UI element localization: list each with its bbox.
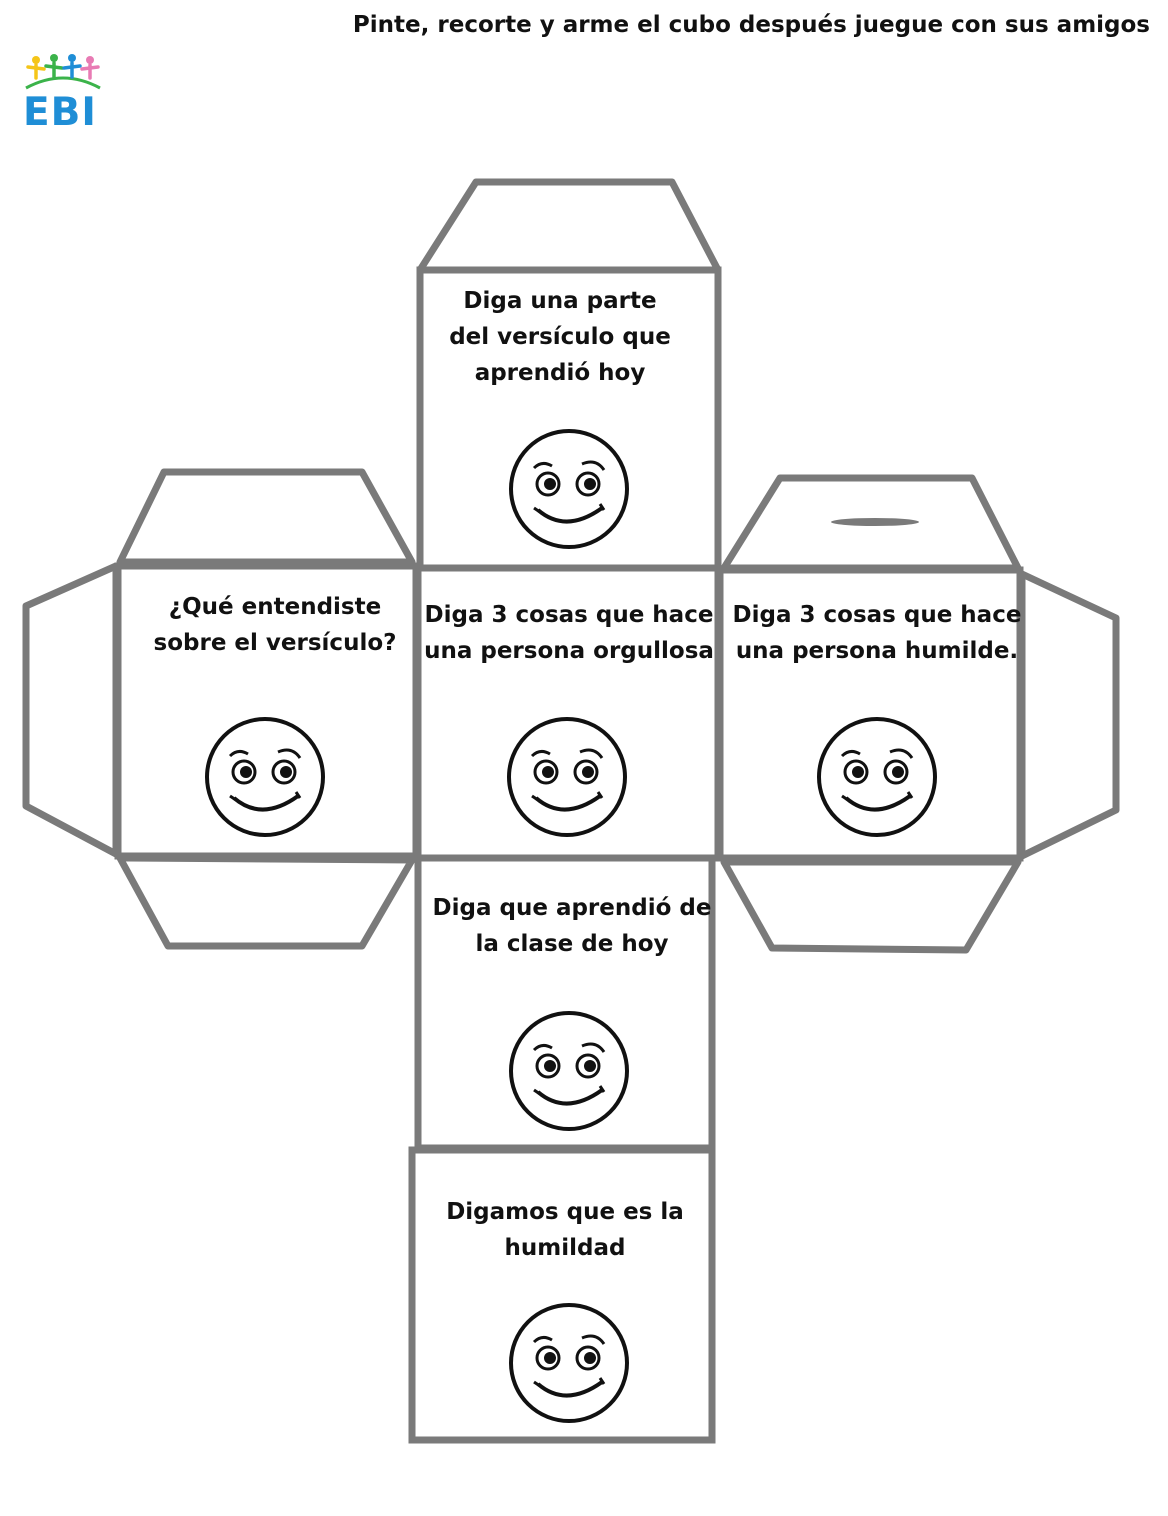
tab-top xyxy=(416,178,722,274)
smiley-face-icon xyxy=(205,717,325,837)
smiley-face-icon xyxy=(817,717,937,837)
logo-text: EBI xyxy=(23,90,97,135)
face-lower-text: Diga que aprendió de la clase de hoy xyxy=(432,895,712,957)
face-left-text: ¿Qué entendiste sobre el versículo? xyxy=(153,594,397,656)
face-bottom-text: Digamos que es la humildad xyxy=(446,1199,684,1261)
tab-right-bottom xyxy=(720,858,1022,954)
face-right-square xyxy=(716,566,1024,862)
ebi-logo: EBI xyxy=(18,50,108,135)
children-logo-icon xyxy=(25,54,101,90)
face-right-text: Diga 3 cosas que hace una persona humild… xyxy=(732,602,1022,664)
instruction-title: Pinte, recorte y arme el cubo después ju… xyxy=(352,12,1150,38)
tab-left-bottom xyxy=(116,854,416,950)
face-bottom-square xyxy=(408,1146,716,1444)
face-top-text: Diga una parte del versículo que aprendi… xyxy=(449,288,671,386)
smiley-face-icon xyxy=(509,1011,629,1131)
smiley-face-icon xyxy=(509,429,629,549)
tab-left-top xyxy=(116,468,416,566)
tab-left-outer xyxy=(22,562,120,858)
face-center-text: Diga 3 cosas que hace una persona orgull… xyxy=(424,602,714,664)
smiley-face-icon xyxy=(509,1303,629,1423)
tab-right-outer xyxy=(1018,570,1120,860)
stray-mark xyxy=(831,518,919,526)
smiley-face-icon xyxy=(507,717,627,837)
